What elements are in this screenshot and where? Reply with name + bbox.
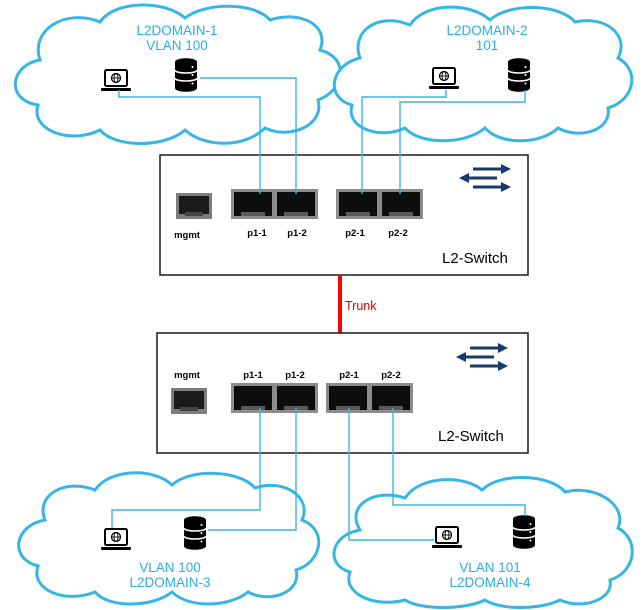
port-label-p2-1: p2-1 [339,370,359,381]
cloud-l2domain-2: L2DOMAIN-2 101 [333,5,634,143]
cloud-label-line2: 101 [476,38,499,53]
link-db1-p1-2 [200,77,297,194]
link-p1-2-db3 [208,408,297,531]
port-label-p2-2: p2-2 [388,228,408,239]
cloud-label-line1: VLAN 101 [459,560,521,575]
link-db2-p2-2 [399,90,526,194]
links-bottom [111,408,526,541]
port-p2-2[interactable] [369,383,413,413]
port-label-p1-1: p1-1 [247,228,267,239]
switch-top: mgmt p1-1 p1-2 p2-1 p2-2 L2-Switch [159,154,529,276]
cloud-l2domain-1: L2DOMAIN-1 VLAN 100 [13,3,342,145]
mgmt-port-label: mgmt [174,370,201,381]
port-p2-1[interactable] [336,189,380,219]
cloud-label-line2: VLAN 100 [146,38,208,53]
link-p2-2-db4 [392,408,526,516]
cloud-label-line1: L2DOMAIN-1 [136,23,217,38]
link-p2-1-laptop4 [348,408,434,541]
database-icon [174,57,198,93]
link-laptop1-p1-1 [118,90,261,194]
port-p2-1[interactable] [326,383,370,413]
trunk-label: Trunk [345,299,377,313]
database-icon [512,514,536,550]
mgmt-port-icon[interactable] [171,388,207,414]
port-label-p1-1: p1-1 [243,370,263,381]
link-laptop2-p2-1 [361,90,447,194]
link-p1-1-laptop3 [111,408,261,528]
database-icon [183,515,207,551]
mgmt-port-icon[interactable] [176,193,212,219]
port-label-p1-2: p1-2 [287,228,307,239]
port-p2-2[interactable] [379,189,423,219]
cloud-l2domain-3: VLAN 100 L2DOMAIN-3 [17,471,321,606]
links-top [118,77,526,194]
switch-bottom: mgmt p1-1 p1-2 p2-1 p2-2 L2-Switch [156,332,529,454]
port-label-p2-1: p2-1 [345,228,365,239]
switch-name: L2-Switch [442,250,508,267]
port-p1-1[interactable] [231,189,275,219]
mgmt-port-label: mgmt [174,230,201,241]
switch-name: L2-Switch [438,428,504,445]
database-icon [507,57,531,93]
port-label-p2-2: p2-2 [381,370,401,381]
cloud-label-line1: VLAN 100 [139,560,201,575]
port-label-p1-2: p1-2 [285,370,305,381]
port-p1-1[interactable] [231,383,275,413]
cloud-l2domain-4: VLAN 101 L2DOMAIN-4 [332,476,634,609]
cloud-label-line2: L2DOMAIN-4 [449,575,531,590]
cloud-label-line1: L2DOMAIN-2 [446,23,527,38]
cloud-label-line2: L2DOMAIN-3 [129,575,210,590]
